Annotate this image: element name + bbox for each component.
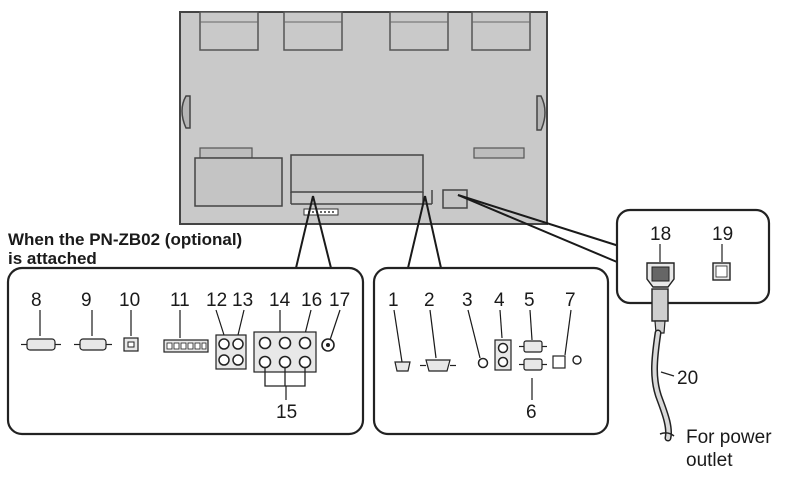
callout-12: 12: [206, 290, 227, 311]
power-inlet-area: [442, 189, 468, 209]
port-17-audio-icon: [321, 338, 335, 352]
port-11-terminal-icon: [163, 339, 209, 353]
rear-panel-left: [199, 147, 253, 159]
callout-7: 7: [565, 290, 576, 311]
callout-3: 3: [462, 290, 473, 311]
callout-11: 11: [170, 290, 190, 311]
callout-20: 20: [677, 368, 698, 389]
port-19-power-switch-icon: [712, 262, 731, 281]
terminal-bay-center: [290, 154, 424, 193]
right-handle: [536, 95, 546, 131]
port-6-rs232-out-icon: [519, 358, 547, 371]
port-18-ac-inlet-icon: [646, 262, 675, 288]
leader-lines: [295, 194, 620, 269]
port-2-dsub-icon: [420, 359, 456, 372]
left-handle: [181, 95, 191, 129]
sensor-square-icon: [552, 355, 566, 369]
callout-15: 15: [276, 402, 297, 423]
terminal-bay-left: [194, 157, 283, 207]
mount-block: [199, 11, 259, 51]
callout-13: 13: [232, 290, 253, 311]
callout-10: 10: [119, 290, 140, 311]
port-1-hdmi-icon: [394, 361, 411, 372]
callout-6: 6: [526, 402, 537, 423]
callout-14: 14: [269, 290, 291, 311]
callout-19: 19: [712, 224, 733, 245]
mount-block: [471, 11, 531, 51]
callout-8: 8: [31, 290, 42, 311]
mount-block: [283, 11, 343, 51]
callout-4: 4: [494, 290, 505, 311]
power-outlet-label-1: For power: [686, 427, 772, 448]
standard-terminals-box: 1 2 3 4 5 7 6: [372, 266, 610, 436]
port-14-15-16-jacks-icon: [253, 331, 317, 387]
rear-panel-right: [473, 147, 525, 159]
port-12-13-rca-icon: [215, 334, 247, 370]
port-3-audio-icon: [477, 357, 489, 369]
port-4-rca-icon: [494, 339, 512, 371]
callout-17: 17: [329, 290, 350, 311]
port-9-icon: [74, 338, 112, 351]
port-7-audio-icon: [572, 355, 582, 365]
callout-2: 2: [424, 290, 435, 311]
callout-5: 5: [524, 290, 535, 311]
callout-18: 18: [650, 224, 671, 245]
callout-9: 9: [81, 290, 92, 311]
monitor-rear-view: [179, 11, 548, 225]
port-10-lan-icon: [123, 337, 139, 352]
power-outlet-label-2: outlet: [686, 450, 733, 471]
power-cord: [651, 288, 675, 442]
power-box: 18 19: [615, 208, 771, 305]
caption-line-2: is attached: [8, 249, 97, 268]
optional-terminals-box: 8 9 10 11 12 13 14 16 17 15: [6, 266, 365, 436]
port-5-rs232-in-icon: [519, 340, 547, 353]
mount-block: [389, 11, 449, 51]
port-8-icon: [21, 338, 61, 351]
callout-16: 16: [301, 290, 322, 311]
callout-1: 1: [388, 290, 399, 311]
caption-line-1: When the PN-ZB02 (optional): [8, 230, 242, 249]
